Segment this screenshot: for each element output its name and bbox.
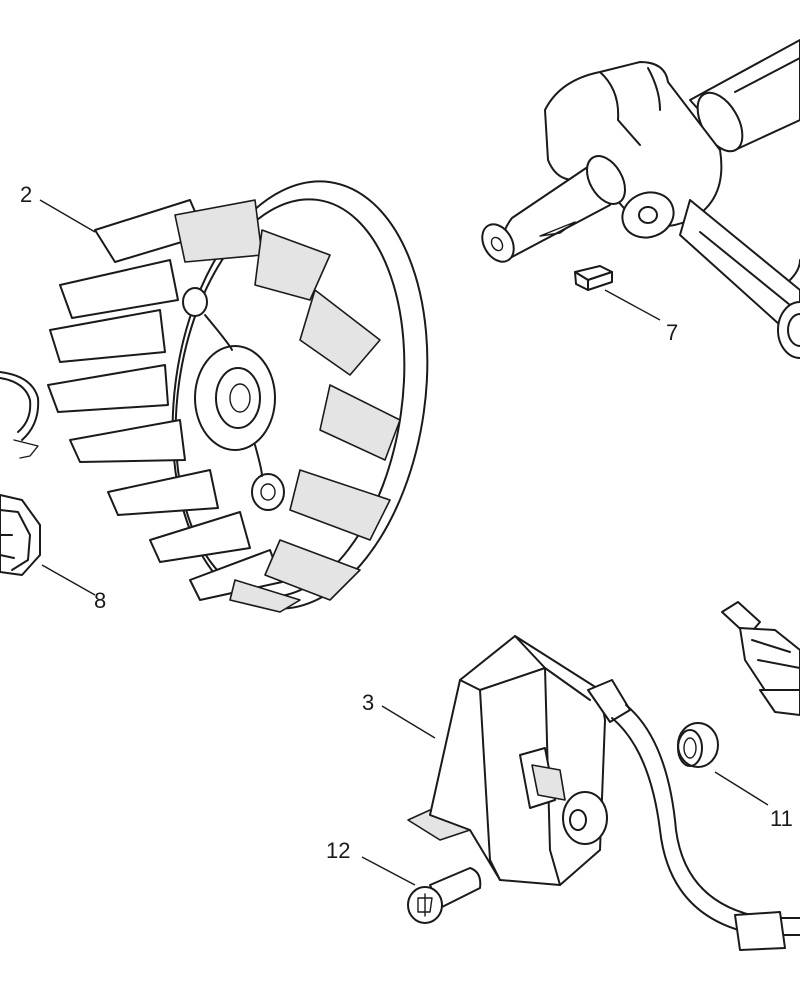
flywheel-part — [47, 180, 429, 613]
callout-8: 8 — [94, 588, 106, 613]
leader-lines — [39, 199, 769, 886]
ignition-coil-part — [407, 635, 800, 951]
woodruff-key-part — [574, 265, 613, 291]
retaining-clip-part — [0, 371, 40, 459]
leader-line-11 — [714, 771, 769, 806]
leader-line-2 — [39, 199, 96, 233]
grommet-part — [677, 722, 719, 768]
callout-11: 11 — [770, 806, 793, 831]
crankshaft-part — [481, 39, 800, 359]
callout-labels: 2 7 8 3 12 11 — [20, 182, 793, 863]
callout-3: 3 — [362, 690, 374, 715]
callout-2: 2 — [20, 182, 32, 207]
torx-screw-part — [407, 867, 482, 924]
callout-7: 7 — [666, 320, 678, 345]
flywheel-nut-part — [0, 494, 41, 576]
spark-plug-part — [721, 601, 800, 716]
leader-line-8 — [41, 564, 96, 596]
leader-line-7 — [604, 289, 661, 321]
callout-12: 12 — [326, 838, 350, 863]
leader-line-12 — [361, 856, 416, 886]
leader-line-3 — [381, 705, 436, 739]
